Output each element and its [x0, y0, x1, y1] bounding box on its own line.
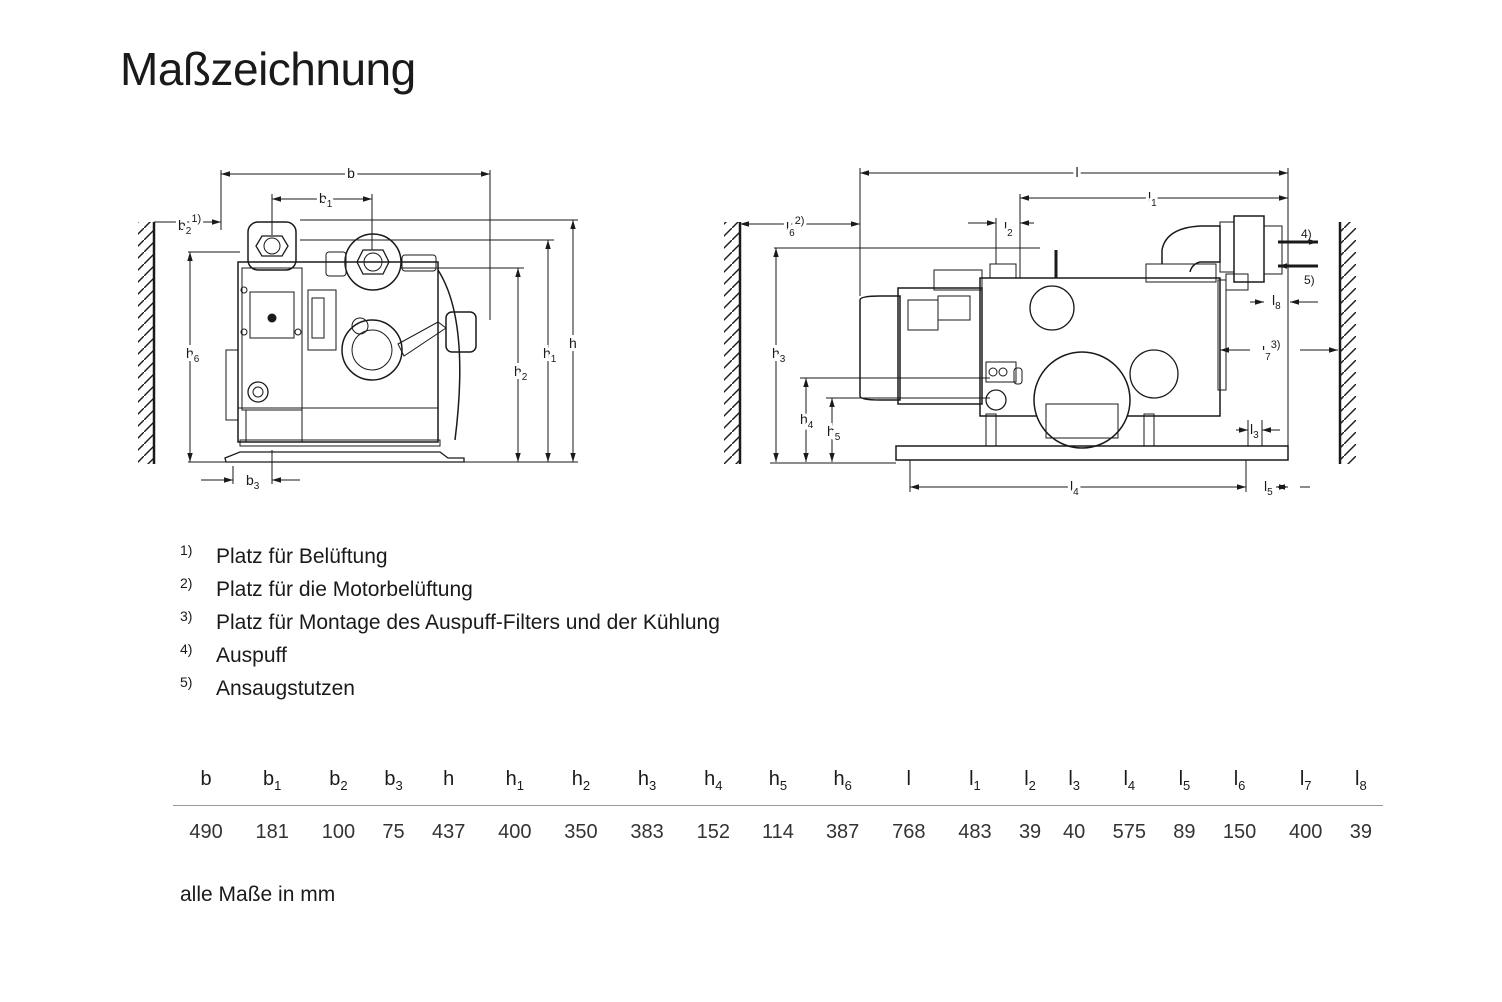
table-cell: 89	[1173, 820, 1196, 843]
table-header-cell: b1	[239, 768, 306, 806]
label-l8: l8	[1272, 292, 1281, 312]
label-h4: h4	[800, 411, 814, 431]
table-header-cell: l1	[941, 768, 1009, 806]
side-view	[724, 168, 1356, 492]
table-cell: 350	[564, 820, 598, 843]
table-header-cell: l6	[1206, 768, 1273, 806]
table-header-cell: b2	[305, 768, 372, 806]
dimension-drawing: b b1 b21) b3 h6 h2 h1 h	[138, 161, 1356, 501]
label-h3: h3	[772, 345, 786, 365]
table-header-cell: l2	[1008, 768, 1053, 806]
label-l7: l73)	[1262, 339, 1280, 363]
table-cell: 387	[825, 820, 860, 843]
table-header-cell: h4	[680, 768, 747, 806]
table-cell: 100	[321, 820, 356, 843]
table-cell: 40	[1063, 820, 1086, 843]
label-b3: b3	[246, 472, 260, 492]
table-cell: 150	[1222, 820, 1257, 843]
table-cell: 75	[382, 820, 405, 843]
label-b: b	[347, 165, 355, 181]
table-cell: 768	[892, 820, 926, 843]
table-header-cell: b	[173, 768, 240, 806]
table-header-cell: b3	[371, 768, 416, 806]
label-h: h	[569, 335, 577, 351]
label-l3: l3	[1250, 421, 1259, 441]
front-view	[138, 170, 578, 484]
label-h2: h2	[514, 363, 528, 383]
table-header-cell: h3	[614, 768, 681, 806]
footnote-item: 3)Platz für Montage des Auspuff-Filters …	[180, 608, 720, 634]
table-header-cell: l7	[1272, 768, 1339, 806]
side-view-labels: l l1 l2 l62) l73) l8 l3 l4 l5 h3 h4 h5 4…	[769, 161, 1315, 501]
label-b1: b1	[319, 190, 333, 210]
pump-front	[224, 221, 477, 463]
footnote-item: 4)Auspuff	[180, 641, 287, 667]
page-title: Maßzeichnung	[120, 43, 416, 95]
unit-note: alle Maße in mm	[180, 883, 336, 906]
table-cell: 575	[1112, 820, 1146, 843]
table-header-cell: h6	[809, 768, 876, 806]
label-l4: l4	[1070, 478, 1079, 498]
table-header-cell: l8	[1338, 768, 1383, 806]
pump-side	[859, 215, 1289, 461]
label-h5: h5	[827, 423, 841, 443]
table-header-cell: h	[415, 768, 482, 806]
footnote-item: 2)Platz für die Motorbelüftung	[180, 575, 473, 601]
label-b2: b21)	[178, 213, 201, 237]
table-row: 490 181 100 75 437 400 350 383 152 114 387 768 483 39…	[173, 806, 1383, 859]
table-cell: 437	[431, 820, 466, 843]
table-cell: 383	[630, 820, 664, 843]
footnotes: 1)Platz für Belüftung 2)Platz für die Mo…	[180, 543, 720, 708]
table-header-cell: l	[875, 768, 942, 806]
table-cell: 152	[696, 820, 730, 843]
label-h1: h1	[543, 345, 557, 365]
left-wall-side	[724, 222, 742, 464]
table-cell: 39	[1018, 820, 1042, 843]
table-cell: 490	[189, 820, 223, 843]
table-header-cell: h2	[547, 768, 615, 806]
label-intake-note: 5)	[1304, 273, 1315, 287]
label-exhaust-note: 4)	[1301, 227, 1312, 241]
table-header-cell: l5	[1162, 768, 1207, 806]
right-wall-side	[1338, 222, 1356, 464]
table-cell: 483	[958, 820, 992, 843]
label-h6: h6	[186, 345, 200, 365]
table-header-cell: h5	[746, 768, 810, 806]
table-header-cell: l3	[1052, 768, 1097, 806]
table-cell: 400	[1289, 820, 1323, 843]
table-cell: 181	[255, 820, 289, 843]
table-header-cell: h1	[481, 768, 548, 806]
label-l6: l62)	[786, 215, 804, 239]
table-cell: 39	[1349, 820, 1372, 843]
front-view-labels: b b1 b21) b3 h6 h2 h1 h	[175, 162, 580, 492]
label-l1: l1	[1148, 189, 1157, 209]
footnote-item: 1)Platz für Belüftung	[180, 542, 388, 568]
label-l2: l2	[1004, 219, 1013, 239]
table-header-cell: l4	[1096, 768, 1163, 806]
label-l: l	[1075, 164, 1078, 180]
label-l5: l5	[1264, 478, 1273, 498]
left-wall	[138, 222, 156, 464]
table-cell: 114	[762, 820, 794, 843]
footnote-item: 5)Ansaugstutzen	[180, 674, 355, 700]
table-cell: 400	[498, 820, 532, 843]
